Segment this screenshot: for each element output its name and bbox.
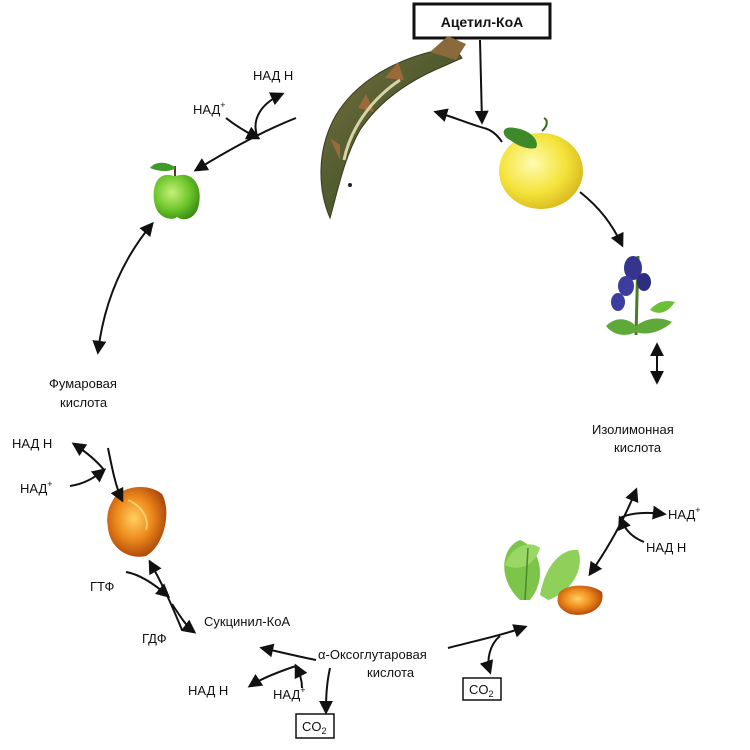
arrow-lemon-flower: [579, 191, 624, 248]
lemon-icon: [499, 117, 583, 209]
nad-right-label: НАД+: [668, 505, 701, 522]
arrow-nadh-left: [71, 442, 105, 471]
arrow-nadh-top: [254, 92, 285, 139]
oxoglutaric-label-1: α-Оксоглутаровая: [318, 647, 427, 662]
arrow-co2-bottom: [319, 667, 334, 715]
acetyl-coa-box: Ацетил-КоА: [412, 2, 552, 40]
nad-left-label: НАД+: [20, 479, 53, 496]
gdp-label: ГДФ: [142, 631, 167, 646]
arrow-nadh-right: [617, 515, 645, 543]
arrow-acetyl-down: [474, 39, 489, 125]
arrow-sorrel-oxo: [447, 624, 528, 649]
nadh-bottom-label: НАД Н: [188, 683, 228, 698]
amber-stone-icon-small: [557, 585, 603, 615]
fumaric-label-1: Фумаровая: [49, 376, 117, 391]
co2-bottom-label: CO2: [302, 719, 327, 736]
arrow-amber-up: [107, 447, 124, 503]
arrow-nadh-bottom: [247, 665, 297, 688]
succinyl-coa-label: Сукцинил-КоА: [204, 614, 290, 629]
amber-stone-icon: [107, 487, 167, 557]
nadh-left-label: НАД Н: [12, 436, 52, 451]
arrow-nad-top: [225, 117, 261, 140]
nad-top-label: НАД+: [193, 100, 226, 117]
arrow-sorrel-up: [588, 487, 639, 577]
co2-box-right: CO2: [462, 677, 502, 701]
co2-box-bottom: CO2: [295, 713, 335, 739]
nad-bottom-label: НАД+: [273, 685, 306, 702]
pike-fish-icon: [320, 36, 466, 220]
arrow-co2-right: [479, 635, 501, 675]
cycle-arrows: [69, 39, 667, 715]
arrow-nad-bottom: [294, 663, 308, 689]
isocitric-label-1: Изолимонная: [592, 422, 674, 437]
arrow-gtp: [125, 571, 171, 598]
arrow-succinyl-amber: [148, 559, 183, 631]
gtp-label: ГТФ: [90, 579, 115, 594]
arrow-apple-fish: [193, 117, 297, 172]
arrow-fumaric-apple: [92, 221, 154, 355]
arrow-oxo-succinyl: [259, 643, 317, 661]
fumaric-label-2: кислота: [60, 395, 108, 410]
labels: НАД Н НАД+ Фумаровая кислота Изолимонная…: [12, 68, 701, 739]
nadh-top-label: НАД Н: [253, 68, 293, 83]
arrow-junction-lemon: [483, 127, 503, 143]
arrow-nad-left: [69, 468, 107, 487]
isocitric-label-2: кислота: [614, 440, 662, 455]
sorrel-leaves-icon: [504, 540, 580, 601]
aconite-flower-icon: [606, 255, 675, 336]
oxoglutaric-label-2: кислота: [367, 665, 415, 680]
arrow-to-fish: [433, 108, 485, 129]
nadh-right-label: НАД Н: [646, 540, 686, 555]
acetyl-coa-label: Ацетил-КоА: [441, 14, 524, 30]
co2-right-label: CO2: [469, 682, 494, 699]
arrow-gdp: [171, 603, 197, 634]
apple-icon: [150, 162, 200, 220]
